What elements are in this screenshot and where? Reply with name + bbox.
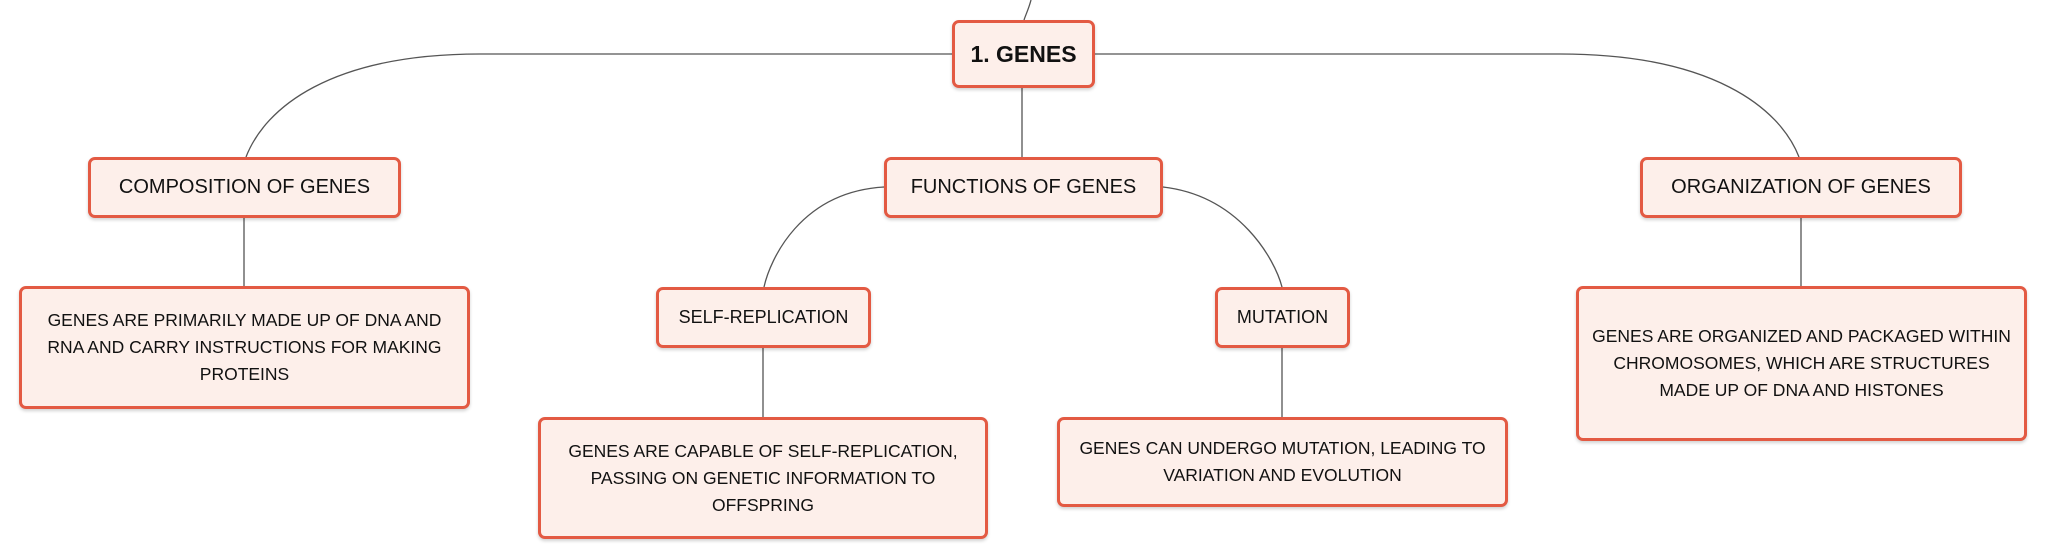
detail-mutation[interactable]: GENES CAN UNDERGO MUTATION, LEADING TO V… — [1057, 417, 1508, 507]
topic-functions-of-genes[interactable]: FUNCTIONS OF GENES — [884, 157, 1163, 218]
topic-label: ORGANIZATION OF GENES — [1671, 176, 1931, 198]
detail-composition-of-genes[interactable]: GENES ARE PRIMARILY MADE UP OF DNA AND R… — [19, 286, 470, 409]
connector-root-to-composition — [245, 53, 952, 158]
topic-label: FUNCTIONS OF GENES — [910, 176, 1137, 198]
subtopic-label: SELF-REPLICATION — [678, 307, 849, 327]
detail-organization-of-genes[interactable]: GENES ARE ORGANIZED AND PACKAGED WITHIN … — [1576, 286, 2027, 441]
connector-parent-to-root — [1023, 0, 1032, 21]
topic-organization-of-genes[interactable]: ORGANIZATION OF GENES — [1640, 157, 1962, 218]
root-topic-node[interactable]: 1. GENES — [952, 20, 1095, 88]
subtopic-mutation[interactable]: MUTATION — [1215, 287, 1350, 348]
detail-text: GENES CAN UNDERGO MUTATION, LEADING TO V… — [1079, 438, 1486, 485]
detail-self-replication[interactable]: GENES ARE CAPABLE OF SELF-REPLICATION, P… — [538, 417, 988, 539]
detail-text: GENES ARE PRIMARILY MADE UP OF DNA AND R… — [47, 310, 442, 384]
topic-label: COMPOSITION OF GENES — [118, 176, 371, 198]
subtopic-label: MUTATION — [1236, 307, 1329, 327]
subtopic-self-replication[interactable]: SELF-REPLICATION — [656, 287, 871, 348]
detail-text: GENES ARE CAPABLE OF SELF-REPLICATION, P… — [568, 440, 958, 515]
connector-root-to-organization — [1095, 53, 1800, 158]
topic-composition-of-genes[interactable]: COMPOSITION OF GENES — [88, 157, 401, 218]
detail-text: GENES ARE ORGANIZED AND PACKAGED WITHIN … — [1592, 326, 2011, 400]
root-topic-label: 1. GENES — [970, 40, 1077, 67]
connector-functions-to-mutation — [1162, 186, 1283, 288]
connector-functions-to-selfreplication — [763, 186, 885, 288]
